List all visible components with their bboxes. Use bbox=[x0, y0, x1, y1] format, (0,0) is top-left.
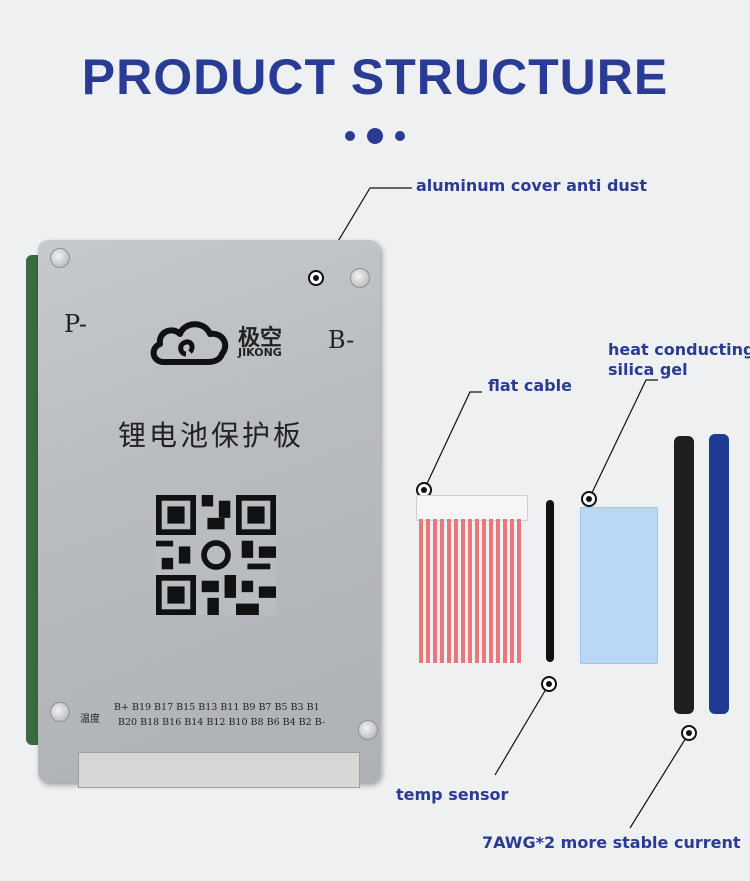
cable-wire bbox=[475, 519, 479, 663]
temp-label: 温度 bbox=[80, 714, 100, 725]
target-icon bbox=[681, 725, 697, 741]
brand-cn: 极空 bbox=[238, 326, 283, 351]
qr-code-icon bbox=[156, 495, 276, 615]
target-icon bbox=[541, 676, 557, 692]
screw-icon bbox=[50, 248, 70, 268]
cable-wire bbox=[447, 519, 451, 663]
brand-en: JIKONG bbox=[238, 346, 282, 359]
cable-wire bbox=[496, 519, 500, 663]
target-icon bbox=[308, 270, 324, 286]
cable-wire bbox=[489, 519, 493, 663]
temp-sensor bbox=[546, 500, 554, 662]
product-name: 锂电池保护板 bbox=[118, 419, 305, 452]
flat-cable-connector bbox=[416, 495, 528, 521]
heat-gel-label-line1: heat conducting bbox=[608, 340, 750, 359]
silica-gel-pad bbox=[580, 507, 658, 664]
dot-icon bbox=[345, 130, 355, 141]
balance-connector bbox=[78, 752, 360, 788]
blue-wire bbox=[709, 434, 729, 714]
pin-row-top: B+ B19 B17 B15 B13 B11 B9 B7 B5 B3 B1 bbox=[114, 702, 320, 713]
cable-wire bbox=[426, 519, 430, 663]
aluminum-cover-label: aluminum cover anti dust bbox=[416, 176, 647, 195]
heat-gel-label-line2: silica gel bbox=[608, 360, 688, 379]
cable-wire bbox=[419, 519, 423, 663]
cable-wire bbox=[461, 519, 465, 663]
pin-row-bottom: B20 B18 B16 B14 B12 B10 B8 B6 B4 B2 B- bbox=[118, 717, 326, 728]
page-title: PRODUCT STRUCTURE bbox=[81, 49, 669, 105]
title-dots bbox=[0, 125, 750, 144]
screw-icon bbox=[350, 268, 370, 288]
cable-wire bbox=[517, 519, 521, 663]
flat-cable-label: flat cable bbox=[488, 376, 572, 395]
p-minus-label: P- bbox=[64, 310, 87, 338]
dot-icon bbox=[395, 130, 405, 141]
b-minus-label: B- bbox=[328, 326, 355, 354]
cable-wire bbox=[510, 519, 514, 663]
cable-wire bbox=[468, 519, 472, 663]
cloud-logo-icon bbox=[150, 321, 229, 365]
cable-wire bbox=[454, 519, 458, 663]
screw-icon bbox=[358, 720, 378, 740]
black-wire bbox=[674, 436, 694, 714]
temp-sensor-label: temp sensor bbox=[396, 785, 509, 804]
screw-icon bbox=[50, 702, 70, 722]
wire-label: 7AWG*2 more stable current bbox=[482, 833, 741, 852]
bms-board: P- B- 极空 JIKONG 锂电池保护板 温度 B+ B19 B17 B15… bbox=[38, 240, 380, 788]
cable-wire bbox=[482, 519, 486, 663]
cable-wire bbox=[503, 519, 507, 663]
cable-wire bbox=[440, 519, 444, 663]
cable-wire bbox=[433, 519, 437, 663]
target-icon bbox=[581, 491, 597, 507]
dot-icon bbox=[367, 127, 383, 144]
